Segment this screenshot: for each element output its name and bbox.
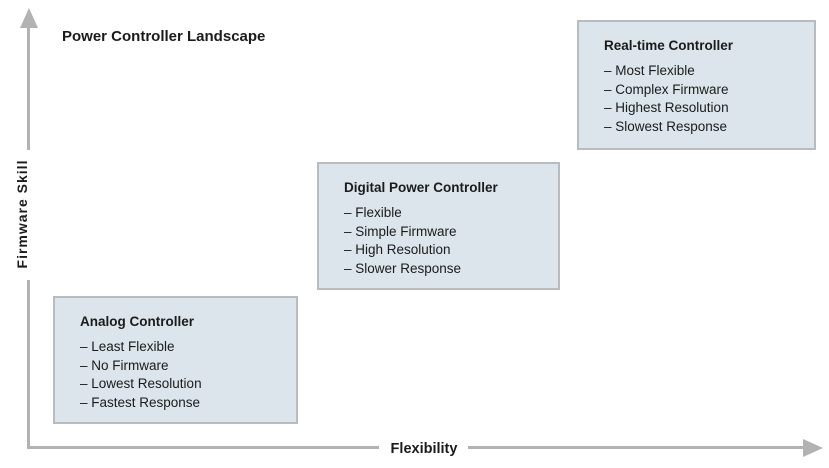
y-axis-line [27, 26, 30, 150]
y-axis-label: Firmware Skill [14, 159, 30, 269]
feature-item: – Least Flexible [80, 339, 175, 354]
feature-item: – High Resolution [344, 242, 451, 257]
card-feature-list: – Most Flexible – Complex Firmware – Highe… [604, 62, 798, 136]
x-axis-line [468, 446, 804, 449]
feature-item: – Highest Resolution [604, 100, 729, 115]
card-real-time-controller: Real-time Controller – Most Flexible – Co… [577, 20, 816, 150]
card-digital-power-controller: Digital Power Controller – Flexible – Sim… [317, 162, 560, 290]
feature-item: – Flexible [344, 205, 402, 220]
feature-item: – Slower Response [344, 260, 462, 276]
feature-item: – Fastest Response [80, 394, 201, 410]
y-axis-arrow-up-icon [19, 8, 38, 28]
y-axis-line [27, 280, 30, 449]
feature-item: – Most Flexible [604, 63, 695, 78]
x-axis-line [27, 446, 379, 449]
x-axis-arrow-right-icon [803, 438, 823, 457]
card-feature-list: – Flexible – Simple Firmware – High Resolu… [344, 204, 542, 278]
feature-item: – No Firmware [80, 357, 169, 373]
card-title: Real-time Controller [604, 38, 734, 53]
card-analog-controller: Analog Controller – Least Flexible – No F… [53, 296, 298, 424]
feature-item: – Lowest Resolution [80, 376, 202, 391]
feature-item: – Simple Firmware [344, 223, 457, 239]
card-title: Analog Controller [80, 314, 194, 329]
card-feature-list: – Least Flexible – No Firmware – Lowest Re… [80, 338, 280, 412]
x-axis-label: Flexibility [390, 441, 458, 457]
diagram-title: Power Controller Landscape [62, 28, 266, 45]
feature-item: – Complex Firmware [604, 81, 729, 97]
feature-item: – Slowest Response [604, 118, 728, 134]
card-title: Digital Power Controller [344, 180, 498, 195]
